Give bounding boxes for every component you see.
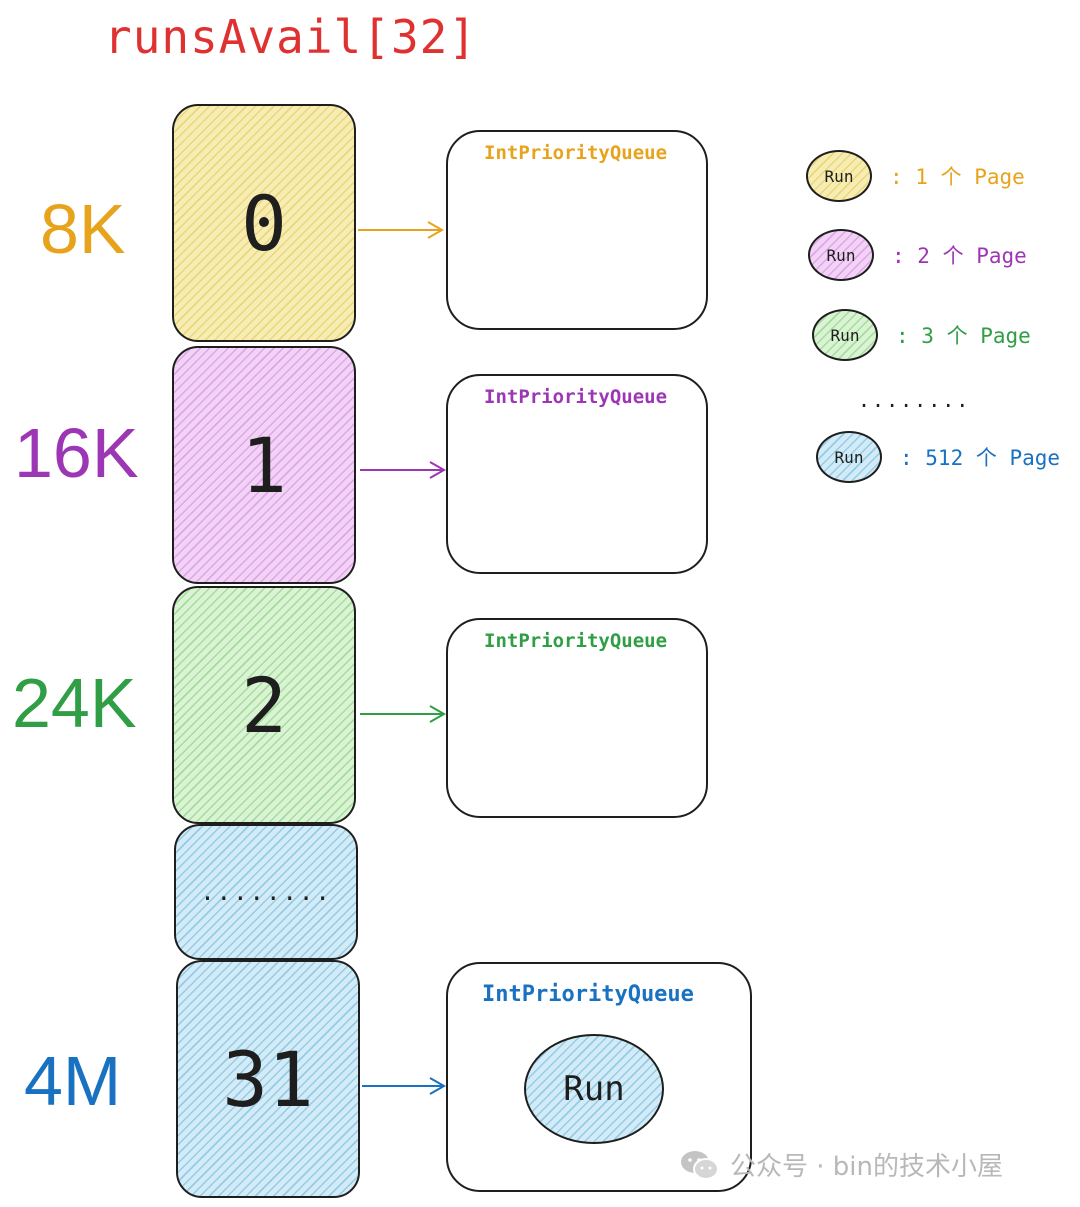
queue-title: IntPriorityQueue	[484, 386, 668, 408]
legend-run-node: Run	[806, 150, 872, 202]
legend-item-512-page: Run : 512 个 Page	[816, 431, 1060, 483]
arrow-31	[362, 1077, 447, 1095]
legend-item-2-page: Run : 2 个 Page	[808, 229, 1027, 281]
legend-text: : 1 个 Page	[890, 165, 1025, 189]
slot-index: 2	[241, 660, 287, 750]
slot-31: 31	[176, 960, 360, 1198]
queue-title: IntPriorityQueue	[482, 982, 694, 1007]
legend-text: : 2 个 Page	[892, 244, 1027, 268]
size-label-24k: 24K	[12, 664, 137, 742]
queue-0: IntPriorityQueue	[446, 130, 708, 330]
size-label-8k: 8K	[40, 190, 126, 268]
watermark-text: 公众号 · bin的技术小屋	[730, 1152, 1004, 1182]
queue-2: IntPriorityQueue	[446, 618, 708, 818]
legend-text: : 512 个 Page	[900, 446, 1061, 470]
wechat-icon	[681, 1150, 719, 1180]
legend-run-node: Run	[808, 229, 874, 281]
size-label-16k: 16K	[14, 414, 139, 492]
slot-ellipsis-text: ........	[200, 878, 332, 906]
legend-run-label: Run	[834, 447, 864, 467]
run-node: Run	[524, 1034, 664, 1144]
slot-index: 0	[241, 178, 287, 268]
run-node-label: Run	[563, 1069, 625, 1109]
legend-run-label: Run	[826, 245, 856, 265]
legend-run-label: Run	[830, 325, 860, 345]
legend-run-node: Run	[816, 431, 882, 483]
legend-item-1-page: Run : 1 个 Page	[806, 150, 1025, 202]
slot-index: 1	[241, 420, 287, 510]
queue-title: IntPriorityQueue	[484, 142, 668, 164]
slot-index: 31	[222, 1034, 314, 1124]
queue-1: IntPriorityQueue	[446, 374, 708, 574]
arrow-1	[360, 461, 447, 479]
legend-run-node: Run	[812, 309, 878, 361]
slot-1: 1	[172, 346, 356, 584]
legend-item-3-page: Run : 3 个 Page	[812, 309, 1031, 361]
diagram-title: runsAvail[32]	[104, 10, 478, 64]
slot-0: 0	[172, 104, 356, 342]
size-label-4m: 4M	[24, 1042, 122, 1120]
legend-ellipsis: ........	[858, 388, 971, 412]
arrow-2	[360, 705, 447, 723]
queue-title: IntPriorityQueue	[484, 630, 668, 652]
slot-2: 2	[172, 586, 356, 824]
watermark: 公众号 · bin的技术小屋	[680, 1146, 1003, 1183]
slot-ellipsis: ........	[174, 824, 358, 960]
legend-text: : 3 个 Page	[896, 324, 1031, 348]
legend-run-label: Run	[824, 166, 854, 186]
arrow-0	[358, 221, 445, 239]
